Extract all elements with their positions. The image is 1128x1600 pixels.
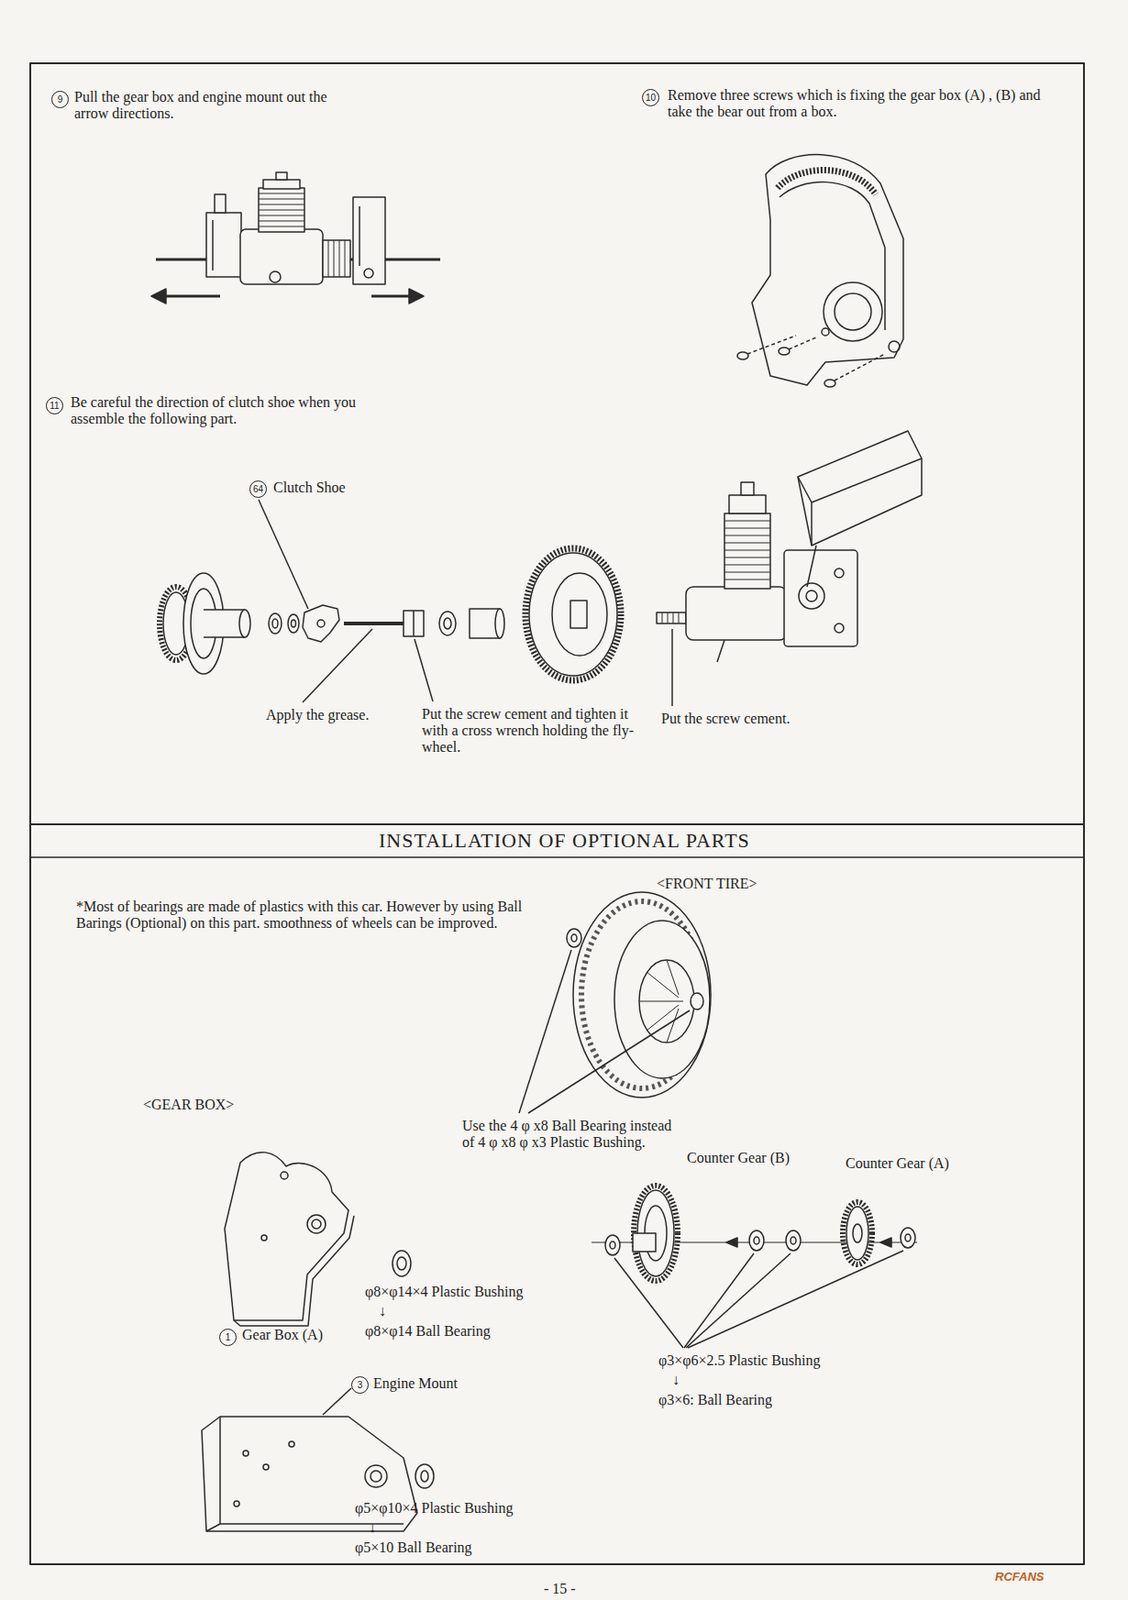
part-name: Gear Box (A) <box>242 1327 323 1344</box>
part-spec: φ3×6: Ball Bearing <box>658 1392 773 1409</box>
part-spec: φ3×φ6×2.5 Plastic Bushing <box>658 1352 821 1370</box>
note: Put the screw cement. <box>661 710 790 728</box>
part-spec: φ8×φ14 Ball Bearing <box>364 1323 491 1340</box>
arrow-symbol: ↓ <box>672 1371 680 1389</box>
callout-number: 64 <box>249 480 267 498</box>
callout-number: 1 <box>219 1328 237 1347</box>
section-label: <GEAR BOX> <box>143 1096 234 1114</box>
section-heading: INSTALLATION OF OPTIONAL PARTS <box>378 829 751 853</box>
part-name: Engine Mount <box>373 1375 458 1393</box>
part-name: Counter Gear (B) <box>686 1150 790 1167</box>
arrow-symbol: ↓ <box>368 1519 376 1537</box>
part-name: Counter Gear (A) <box>845 1155 950 1173</box>
part-spec: φ5×φ10×4 Plastic Bushing <box>354 1500 514 1517</box>
instruction: Remove three screws which is fixing the … <box>667 87 1044 121</box>
arrow-symbol: ↓ <box>378 1303 387 1320</box>
step-number: 11 <box>45 397 64 415</box>
callout-number: 3 <box>351 1376 369 1394</box>
note: Put the screw cement and tighten it with… <box>421 706 656 756</box>
watermark: RCFANS <box>995 1570 1044 1584</box>
note: *Most of bearings are made of plastics w… <box>76 898 526 932</box>
page-number: - 15 - <box>543 1581 576 1598</box>
part-name: Clutch Shoe <box>273 479 346 497</box>
note: Apply the grease. <box>265 707 369 724</box>
section-label: <FRONT TIRE> <box>656 875 757 893</box>
instruction: Pull the gear box and engine mount out t… <box>74 88 341 122</box>
step-number: 10 <box>641 88 660 107</box>
part-spec: φ5×10 Ball Bearing <box>354 1539 473 1557</box>
note: Use the 4 φ x8 Ball Bearing instead of 4… <box>462 1117 687 1151</box>
step-number: 9 <box>51 90 69 109</box>
instruction: Be careful the direction of clutch shoe … <box>70 394 365 428</box>
part-spec: φ8×φ14×4 Plastic Bushing <box>364 1283 524 1301</box>
